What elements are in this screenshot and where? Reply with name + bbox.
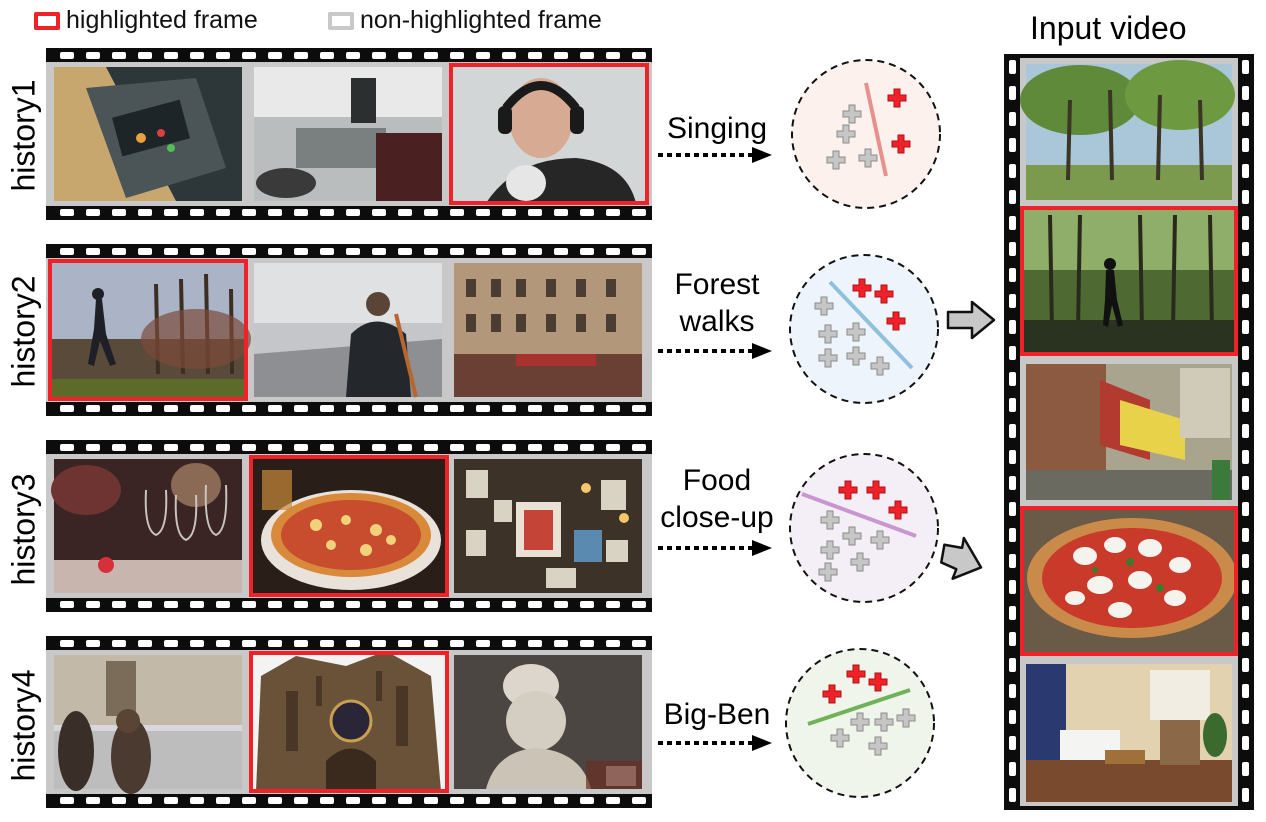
input-video-title: Input video — [1030, 10, 1187, 46]
history-label: history2 — [5, 274, 42, 388]
dotted-arrow — [658, 343, 772, 359]
film-strip — [46, 636, 652, 808]
block-arrow-icon — [946, 300, 996, 340]
input-frame-1 — [1020, 60, 1235, 200]
block-arrow-icon — [940, 536, 983, 580]
highlighted-swatch — [34, 11, 60, 30]
input-frame-3 — [1026, 364, 1232, 500]
classifier-circle-4 — [785, 648, 935, 798]
category-label: Food close-up — [660, 464, 774, 534]
input-frame-4 — [1020, 506, 1238, 656]
legend-highlighted: highlighted frame — [34, 6, 258, 35]
history4-frame-2 — [249, 651, 449, 793]
non-highlighted-swatch — [328, 11, 354, 30]
film-strip-graphic — [46, 440, 652, 612]
history2-frame-1 — [48, 259, 251, 401]
film-strip-graphic — [46, 244, 652, 416]
history1-frame-1 — [54, 67, 242, 201]
history2-frame-2 — [254, 263, 442, 398]
film-strip — [46, 440, 652, 612]
input-video-strip — [1004, 54, 1254, 810]
film-strip — [46, 244, 652, 416]
category-label: Forest walks — [674, 268, 760, 338]
dotted-arrow — [658, 735, 772, 751]
history3-frame-3 — [454, 459, 642, 593]
category-label: Singing — [666, 112, 768, 145]
classifier-circle-3 — [789, 453, 939, 603]
history-label: history4 — [5, 668, 42, 782]
input-frame-5 — [1026, 664, 1232, 802]
legend-highlighted-label: highlighted frame — [66, 6, 258, 34]
history3-frame-1 — [51, 459, 242, 593]
film-strip — [46, 48, 652, 220]
dotted-arrow — [658, 147, 772, 163]
history-label: history3 — [5, 472, 42, 586]
dotted-arrow — [658, 540, 772, 556]
history1-frame-3 — [449, 63, 649, 205]
history3-frame-2 — [249, 455, 449, 597]
film-strip-graphic — [46, 48, 652, 220]
classifier-circle-1 — [791, 59, 941, 209]
legend-non-highlighted: non-highlighted frame — [328, 6, 602, 35]
history1-frame-2 — [254, 67, 442, 201]
category-label: Big-Ben — [663, 698, 771, 731]
film-strip-graphic — [46, 636, 652, 808]
classifier-circle-2 — [789, 254, 939, 404]
history-label: history1 — [5, 78, 42, 192]
input-frame-2 — [1020, 206, 1238, 356]
legend-non-highlighted-label: non-highlighted frame — [360, 6, 602, 34]
history4-frame-1 — [54, 655, 242, 794]
history2-frame-3 — [454, 263, 642, 397]
history4-frame-3 — [454, 655, 642, 789]
